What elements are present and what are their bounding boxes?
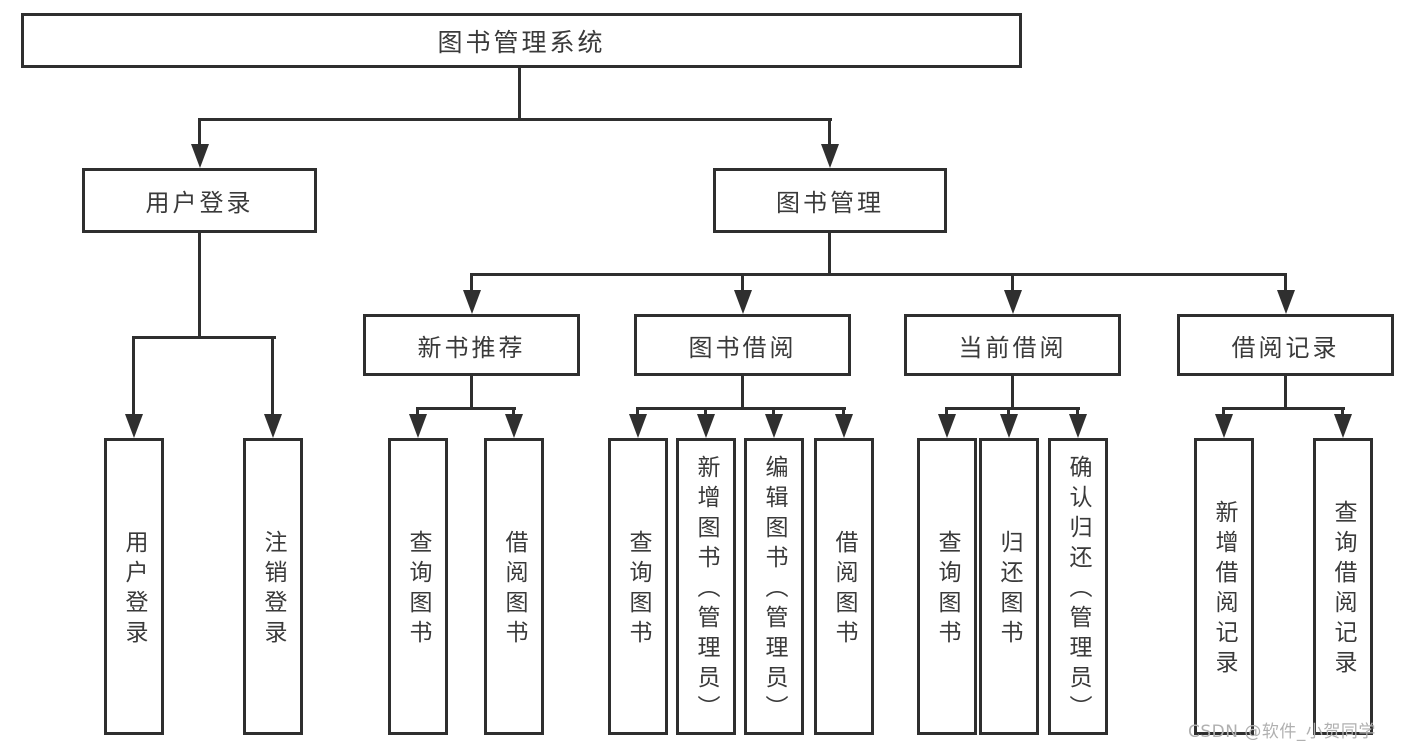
connector-line [132, 336, 276, 339]
connector-line [828, 233, 831, 273]
leaf-query-books-borrow: 查询图书 [608, 438, 668, 735]
arrow-down-icon [938, 414, 956, 438]
node-label: 查询图书 [625, 530, 651, 650]
arrow-down-icon [629, 414, 647, 438]
node-borrow-records: 借阅记录 [1177, 314, 1394, 376]
connector-line [1011, 376, 1014, 407]
leaf-user-login: 用户登录 [104, 438, 164, 735]
node-label: 借阅记录 [1231, 333, 1340, 362]
connector-line [132, 336, 135, 416]
node-label: 图书借阅 [688, 333, 797, 362]
arrow-down-icon [697, 414, 715, 438]
connector-line [772, 407, 775, 417]
connector-line [1011, 273, 1014, 291]
connector-line [416, 407, 516, 410]
connector-line [198, 118, 832, 121]
node-label: 归还图书 [996, 530, 1022, 650]
node-label: 查询图书 [934, 530, 960, 650]
arrow-down-icon [125, 414, 143, 438]
node-label: 图书管理系统 [437, 27, 606, 57]
leaf-query-borrow-record: 查询借阅记录 [1313, 438, 1373, 735]
connector-line [945, 407, 1080, 410]
node-label: 确认归还（管理员） [1065, 455, 1091, 725]
node-label: 借阅图书 [831, 530, 857, 650]
node-label: 用户登录 [145, 189, 254, 217]
leaf-borrow-books-recommend: 借阅图书 [484, 438, 544, 735]
connector-line [1284, 273, 1287, 291]
node-new-book-recommend: 新书推荐 [363, 314, 580, 376]
node-label: 查询图书 [405, 530, 431, 650]
arrow-down-icon [1215, 414, 1233, 438]
connector-line [1222, 407, 1225, 417]
connector-line [470, 273, 1287, 276]
leaf-logout: 注销登录 [243, 438, 303, 735]
arrow-down-icon [1004, 290, 1022, 314]
arrow-down-icon [191, 144, 209, 168]
connector-line [1284, 376, 1287, 407]
arrow-down-icon [1334, 414, 1352, 438]
node-book-borrow: 图书借阅 [634, 314, 851, 376]
node-label: 注销登录 [260, 530, 286, 650]
leaf-borrow-books: 借阅图书 [814, 438, 874, 735]
leaf-add-books-admin: 新增图书（管理员） [676, 438, 736, 735]
arrow-down-icon [409, 414, 427, 438]
connector-line [741, 376, 744, 407]
connector-line [636, 407, 639, 417]
connector-line [1007, 407, 1010, 417]
leaf-query-books-current: 查询图书 [917, 438, 977, 735]
connector-line [828, 118, 831, 146]
connector-line [470, 376, 473, 407]
connector-line [416, 407, 419, 417]
node-label: 新增借阅记录 [1211, 500, 1237, 680]
connector-line [842, 407, 845, 417]
connector-line [1222, 407, 1345, 410]
arrow-down-icon [821, 144, 839, 168]
node-label: 图书管理 [776, 189, 884, 217]
arrow-down-icon [505, 414, 523, 438]
node-label: 当前借阅 [958, 333, 1067, 362]
arrow-down-icon [1000, 414, 1018, 438]
connector-line [512, 407, 515, 417]
leaf-add-borrow-record: 新增借阅记录 [1194, 438, 1254, 735]
node-user-login: 用户登录 [82, 168, 317, 233]
node-label: 用户登录 [121, 530, 147, 650]
arrow-down-icon [463, 290, 481, 314]
arrow-down-icon [1277, 290, 1295, 314]
node-label: 新书推荐 [417, 333, 526, 362]
arrow-down-icon [734, 290, 752, 314]
connector-line [271, 336, 274, 416]
connector-line [636, 407, 846, 410]
leaf-edit-books-admin: 编辑图书（管理员） [744, 438, 804, 735]
connector-line [198, 118, 201, 146]
connector-line [704, 407, 707, 417]
node-label: 编辑图书（管理员） [761, 455, 787, 725]
arrow-down-icon [765, 414, 783, 438]
node-label: 借阅图书 [501, 530, 527, 650]
arrow-down-icon [264, 414, 282, 438]
node-book-management: 图书管理 [713, 168, 947, 233]
node-label: 查询借阅记录 [1330, 500, 1356, 680]
csdn-watermark: CSDN @软件_小贺同学 [1188, 722, 1376, 742]
leaf-query-books-recommend: 查询图书 [388, 438, 448, 735]
node-root: 图书管理系统 [21, 13, 1022, 68]
connector-line [1341, 407, 1344, 417]
leaf-return-books: 归还图书 [979, 438, 1039, 735]
connector-line [198, 233, 201, 336]
connector-line [518, 68, 521, 118]
connector-line [741, 273, 744, 291]
arrow-down-icon [1069, 414, 1087, 438]
node-label: 新增图书（管理员） [693, 455, 719, 725]
connector-line [1076, 407, 1079, 417]
connector-line [945, 407, 948, 417]
connector-line [470, 273, 473, 291]
arrow-down-icon [835, 414, 853, 438]
node-current-borrow: 当前借阅 [904, 314, 1121, 376]
leaf-confirm-return-admin: 确认归还（管理员） [1048, 438, 1108, 735]
